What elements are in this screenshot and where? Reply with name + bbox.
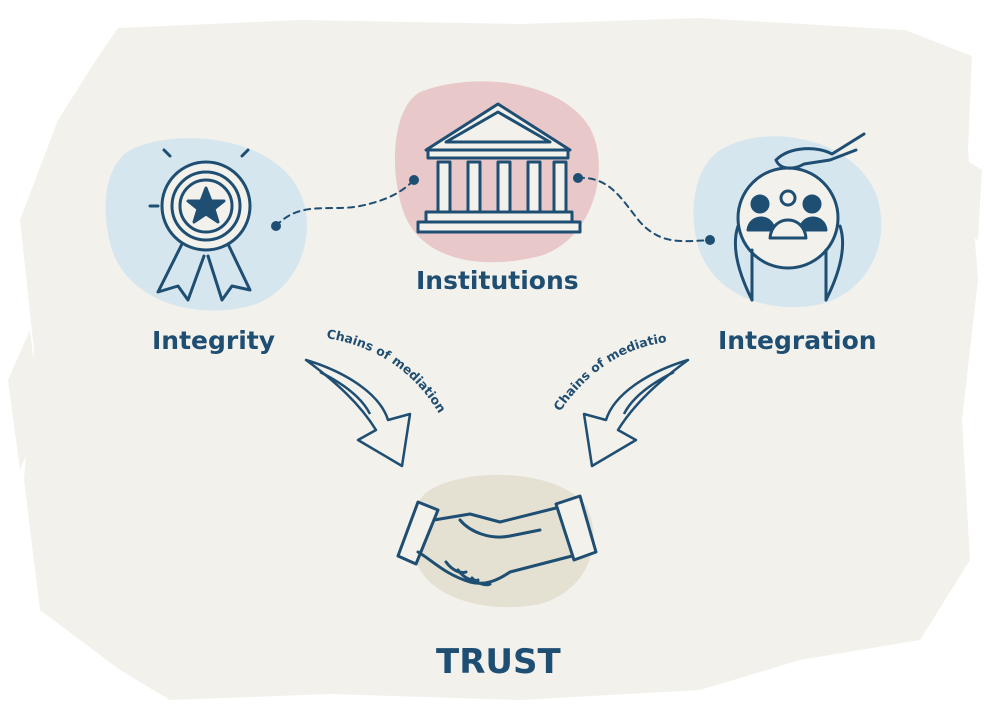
right-mediation-arrow [582,358,690,468]
award-ribbon-icon [148,148,252,302]
people-in-hands-icon [733,132,866,302]
handshake-icon [396,494,598,587]
connector-institutions-integration [577,176,711,243]
connector-dot-institutions-right [573,173,583,183]
institutions-label: Institutions [416,266,579,295]
connector-dot-integrity [271,221,281,231]
connector-dot-institutions-left [409,175,419,185]
integration-label: Integration [718,326,877,355]
left-mediation-arrow [304,358,412,468]
trust-label: TRUST [436,642,561,682]
trust-blob [411,474,594,608]
building-columns-icon [416,102,582,234]
connector-dot-integration [705,235,715,245]
connector-integrity-institutions [275,179,415,227]
integrity-label: Integrity [152,326,276,355]
